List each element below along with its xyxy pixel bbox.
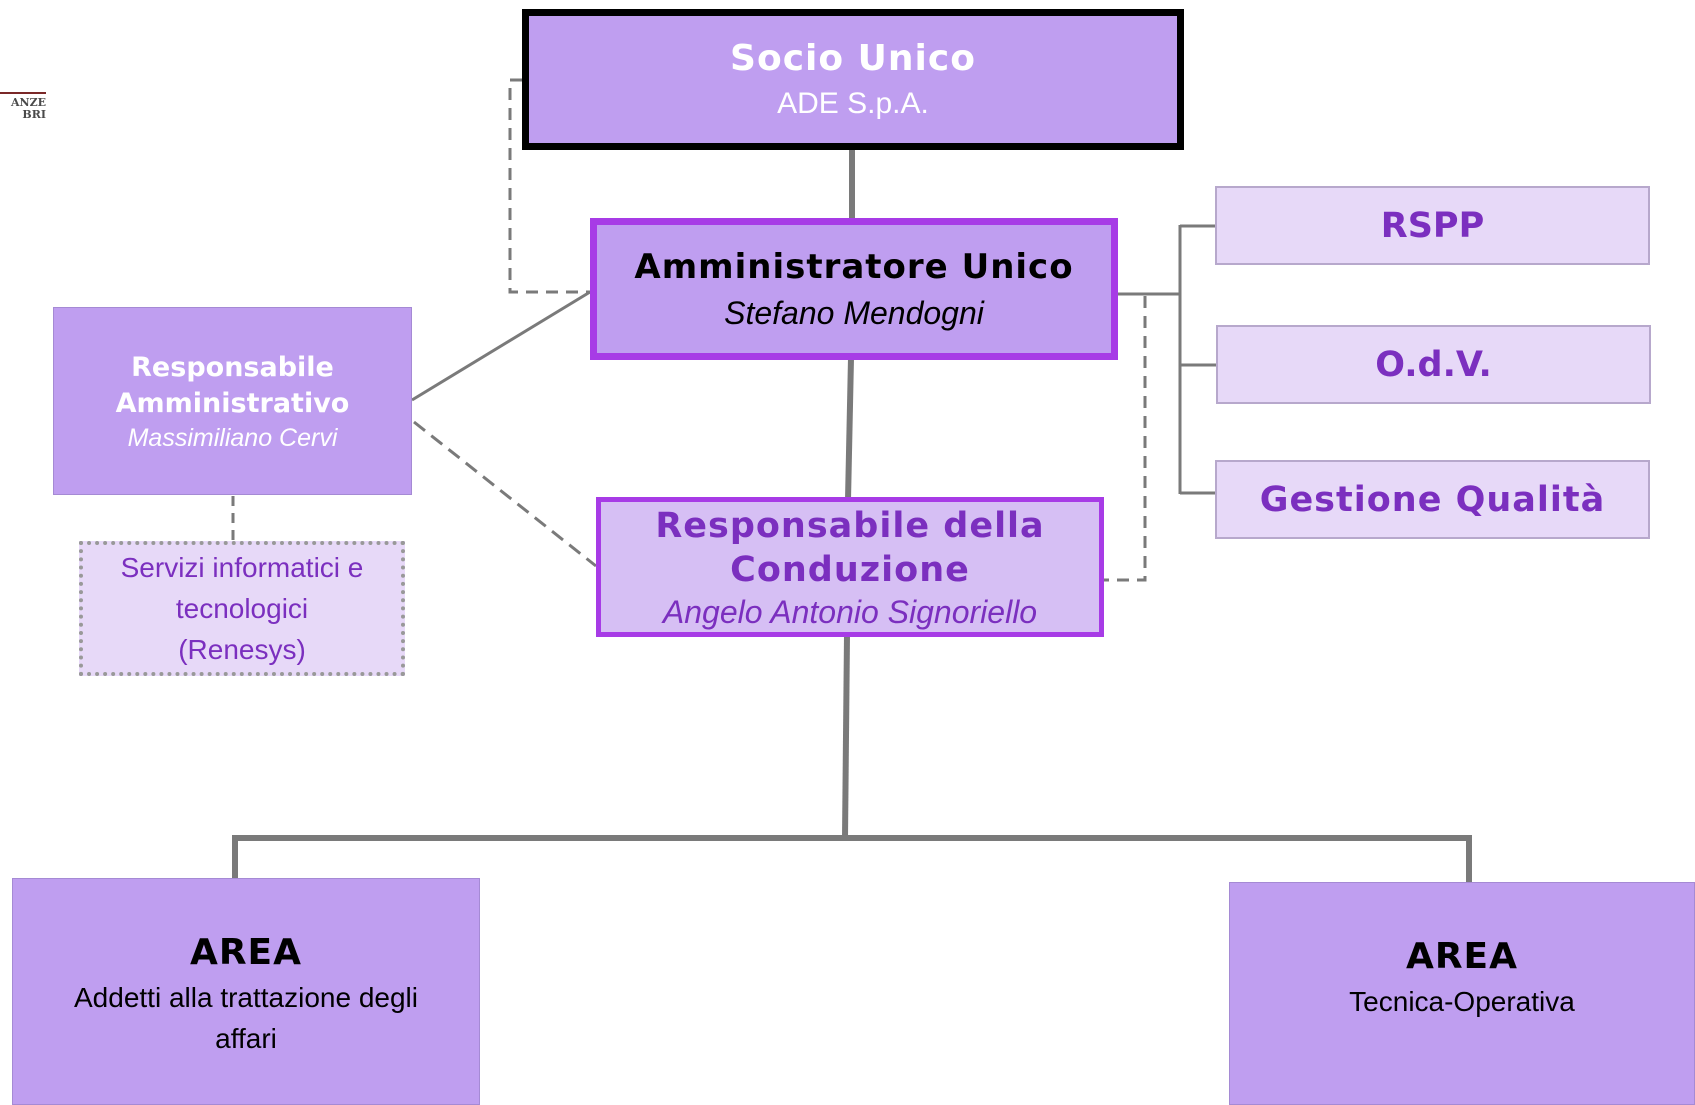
node-area-affari[interactable]: AREA Addetti alla trattazione degli affa…: [12, 878, 480, 1105]
node-area-affari-line2: affari: [215, 1023, 277, 1054]
connector-amministratore-to-conduzione: [845, 357, 854, 501]
connector-amministratore-to-resp-amm: [411, 290, 591, 402]
node-conduzione-title-line2: Conduzione: [730, 549, 970, 590]
node-odv-title: O.d.V.: [1375, 344, 1492, 385]
node-servizi-line3: (Renesys): [178, 634, 306, 665]
node-conduzione-title-line1: Responsabile della: [655, 505, 1045, 546]
node-area-tecnica[interactable]: AREA Tecnica-Operativa: [1229, 882, 1695, 1105]
node-rspp-title: RSPP: [1380, 205, 1485, 246]
dashed-resp-amm-to-conduzione: [413, 420, 597, 568]
node-gestione-qualita-title: Gestione Qualità: [1259, 479, 1606, 520]
node-servizi-line1: Servizi informatici e: [120, 552, 364, 583]
node-area-tecnica-title: AREA: [1405, 936, 1519, 977]
node-amministratore-name: Stefano Mendogni: [724, 294, 984, 331]
node-resp-amm-title-line2: Amministrativo: [115, 387, 350, 419]
node-area-tecnica-subtitle: Tecnica-Operativa: [1349, 986, 1575, 1017]
node-socio-unico[interactable]: Socio Unico ADE S.p.A.: [522, 9, 1184, 150]
node-area-affari-line1: Addetti alla trattazione degli: [74, 982, 418, 1013]
node-servizi-informatici[interactable]: Servizi informatici e tecnologici (Renes…: [79, 541, 405, 676]
node-resp-amm-title-line1: Responsabile: [131, 351, 334, 383]
node-servizi-line2: tecnologici: [175, 593, 309, 624]
node-responsabile-conduzione[interactable]: Responsabile della Conduzione Angelo Ant…: [596, 497, 1104, 637]
logo-text-line2: BRI: [22, 108, 46, 121]
dashed-socio-to-amministratore: [508, 78, 590, 294]
node-rspp[interactable]: RSPP: [1215, 186, 1650, 265]
dashed-amministratore-to-conduzione-right: [1104, 296, 1147, 582]
node-socio-unico-subtitle: ADE S.p.A.: [777, 87, 929, 120]
node-socio-unico-title: Socio Unico: [730, 38, 976, 79]
node-gestione-qualita[interactable]: Gestione Qualità: [1215, 460, 1650, 539]
node-conduzione-name: Angelo Antonio Signoriello: [662, 593, 1038, 630]
logo-text-line1: ANZE: [10, 96, 46, 109]
node-amministratore-unico[interactable]: Amministratore Unico Stefano Mendogni: [590, 218, 1118, 360]
connector-conduzione-to-areas: [842, 634, 850, 839]
node-area-affari-title: AREA: [189, 932, 303, 973]
node-amministratore-title: Amministratore Unico: [634, 246, 1074, 287]
node-resp-amm-name: Massimiliano Cervi: [127, 423, 338, 452]
company-logo-fragment: ANZE BRI: [0, 92, 46, 132]
node-odv[interactable]: O.d.V.: [1216, 325, 1651, 404]
node-responsabile-amministrativo[interactable]: Responsabile Amministrativo Massimiliano…: [53, 307, 412, 495]
